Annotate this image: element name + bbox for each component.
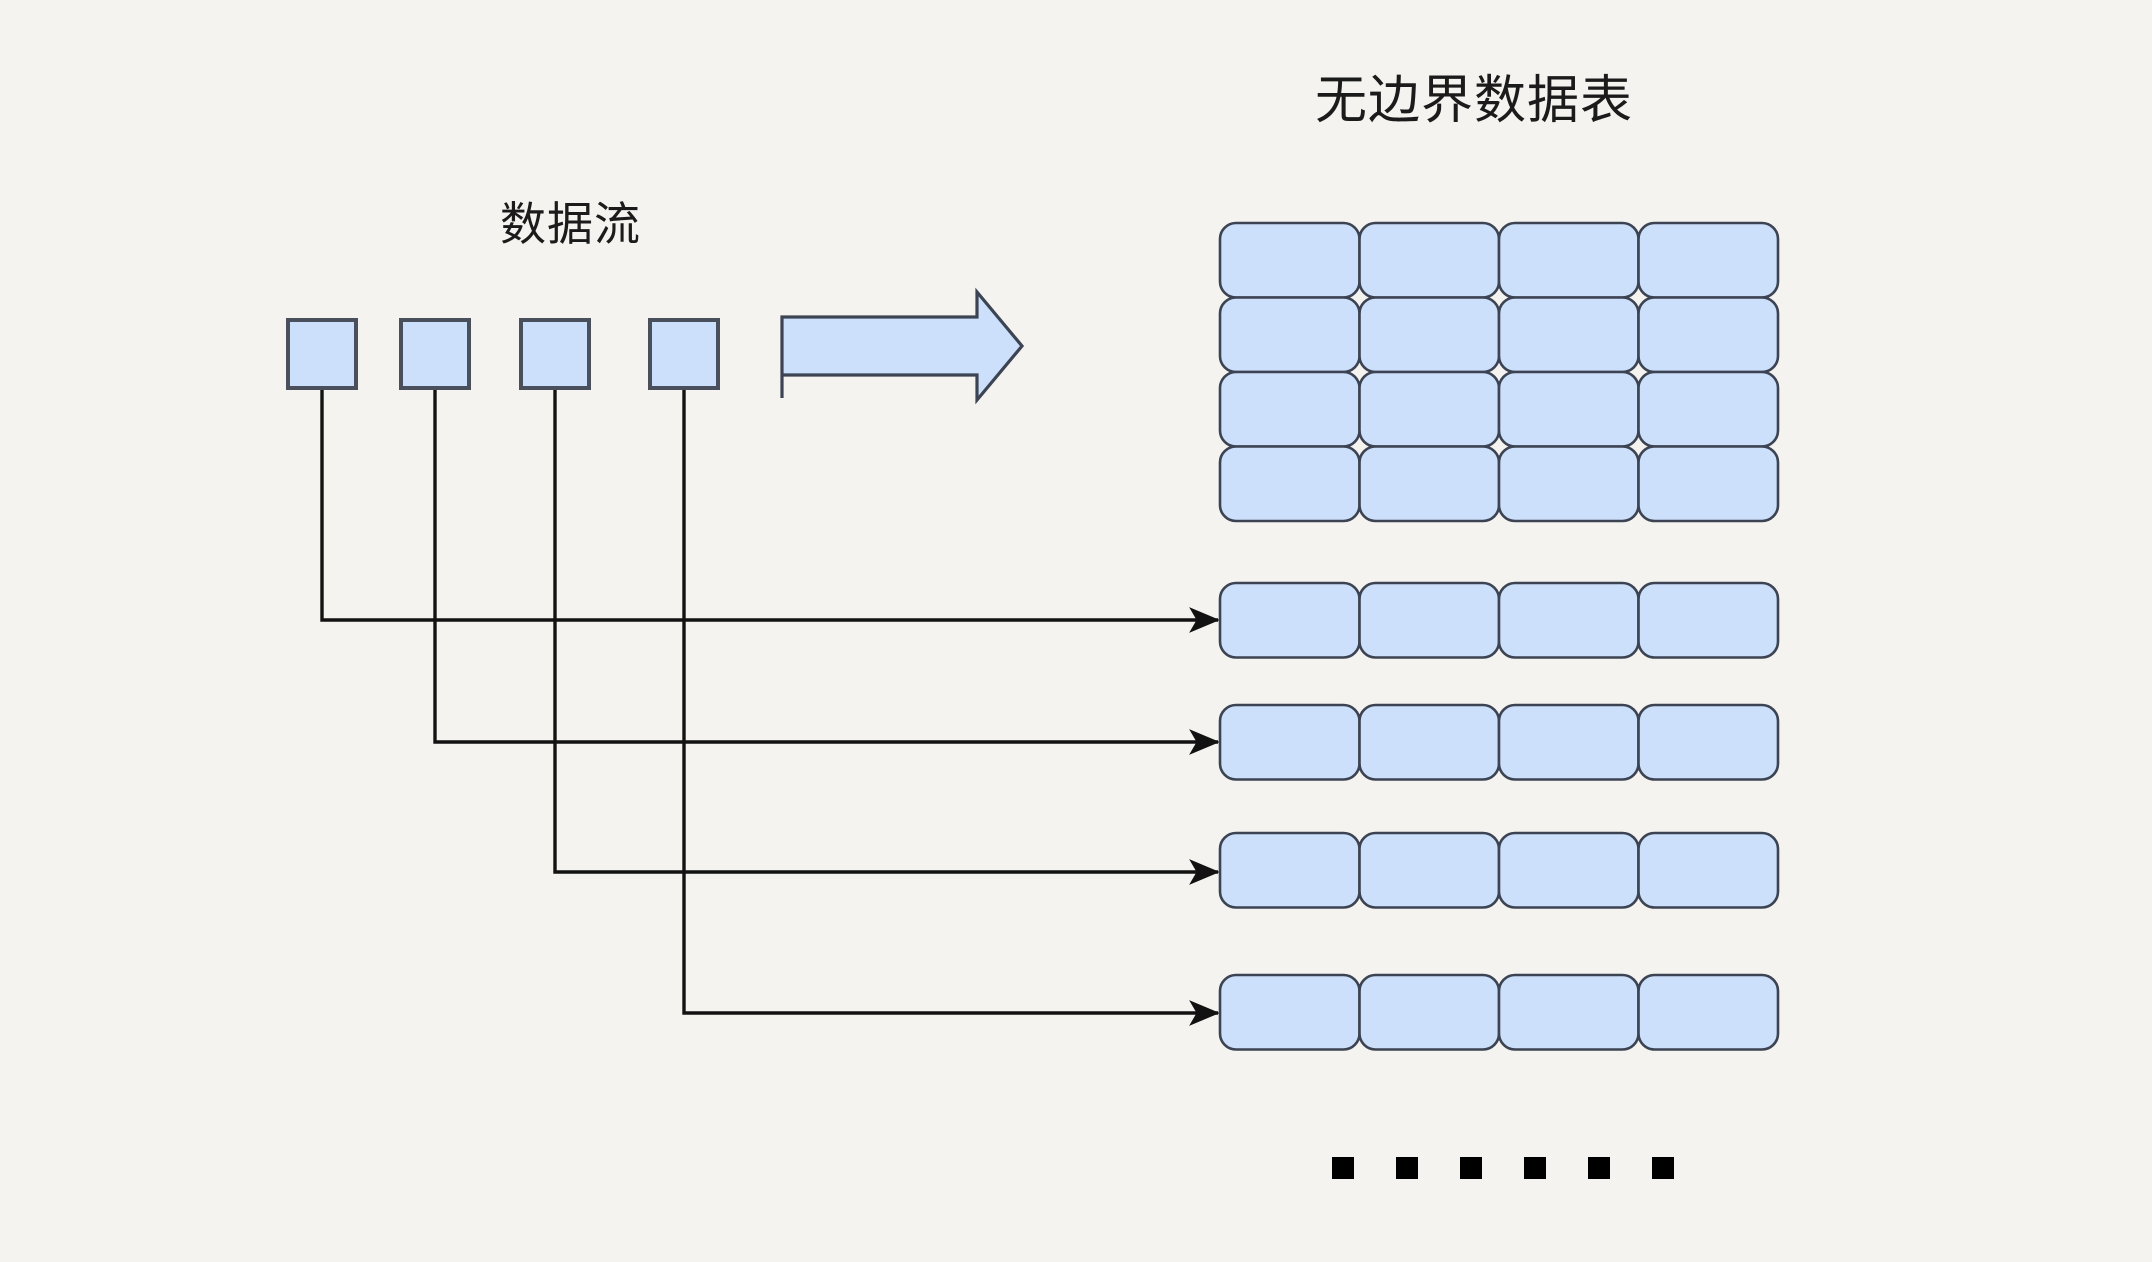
cell-r4c4 [1637,445,1780,523]
continuation-dot-6 [1652,1157,1674,1179]
flow-arrow [780,287,1025,405]
row-3-cell-4 [1637,831,1780,909]
continuation-dot-5 [1588,1157,1610,1179]
stream-square-1 [286,318,358,390]
table-title: 无边界数据表 [1315,72,1634,130]
table-rows-group [1218,581,1780,1051]
cell-r2c3 [1497,296,1640,374]
connector-group [320,388,1220,1026]
cell-r3c2 [1358,370,1501,448]
stream-title: 数据流 [500,198,641,250]
continuation-dot-4 [1524,1157,1546,1179]
row-4-cell-1 [1218,973,1361,1051]
row-1-cell-4 [1637,581,1780,659]
row-3-cell-1 [1218,831,1361,909]
continuation-dot-2 [1396,1157,1418,1179]
row-1-cell-1 [1218,581,1361,659]
row-1-cell-2 [1358,581,1501,659]
continuation-dot-1 [1332,1157,1354,1179]
row-2-cell-2 [1358,703,1501,781]
connector-2 [433,388,1220,755]
cell-r1c1 [1218,221,1361,299]
row-3-cell-2 [1358,831,1501,909]
row-1-cell-3 [1497,581,1640,659]
connector-3 [553,388,1220,885]
row-3-cell-3 [1497,831,1640,909]
connector-4 [682,388,1220,1026]
cell-r3c1 [1218,370,1361,448]
row-4-cell-2 [1358,973,1501,1051]
cell-r2c2 [1358,296,1501,374]
stream-square-3 [519,318,591,390]
cell-r3c3 [1497,370,1640,448]
cell-r1c2 [1358,221,1501,299]
row-2-cell-1 [1218,703,1361,781]
continuation-dot-3 [1460,1157,1482,1179]
row-2-cell-3 [1497,703,1640,781]
cell-r3c4 [1637,370,1780,448]
cell-r4c3 [1497,445,1640,523]
cell-r2c1 [1218,296,1361,374]
row-4-cell-4 [1637,973,1780,1051]
row-2-cell-4 [1637,703,1780,781]
stream-square-4 [648,318,720,390]
connector-1 [320,388,1220,633]
cell-r4c2 [1358,445,1501,523]
cell-r2c4 [1637,296,1780,374]
table-grid-group [1218,221,1780,523]
cell-r4c1 [1218,445,1361,523]
row-4-cell-3 [1497,973,1640,1051]
cell-r1c3 [1497,221,1640,299]
stream-square-2 [399,318,471,390]
flow-arrow-group [780,287,1025,405]
cell-r1c4 [1637,221,1780,299]
stream-squares-group [286,318,720,390]
continuation-dots-group [1332,1157,1674,1179]
